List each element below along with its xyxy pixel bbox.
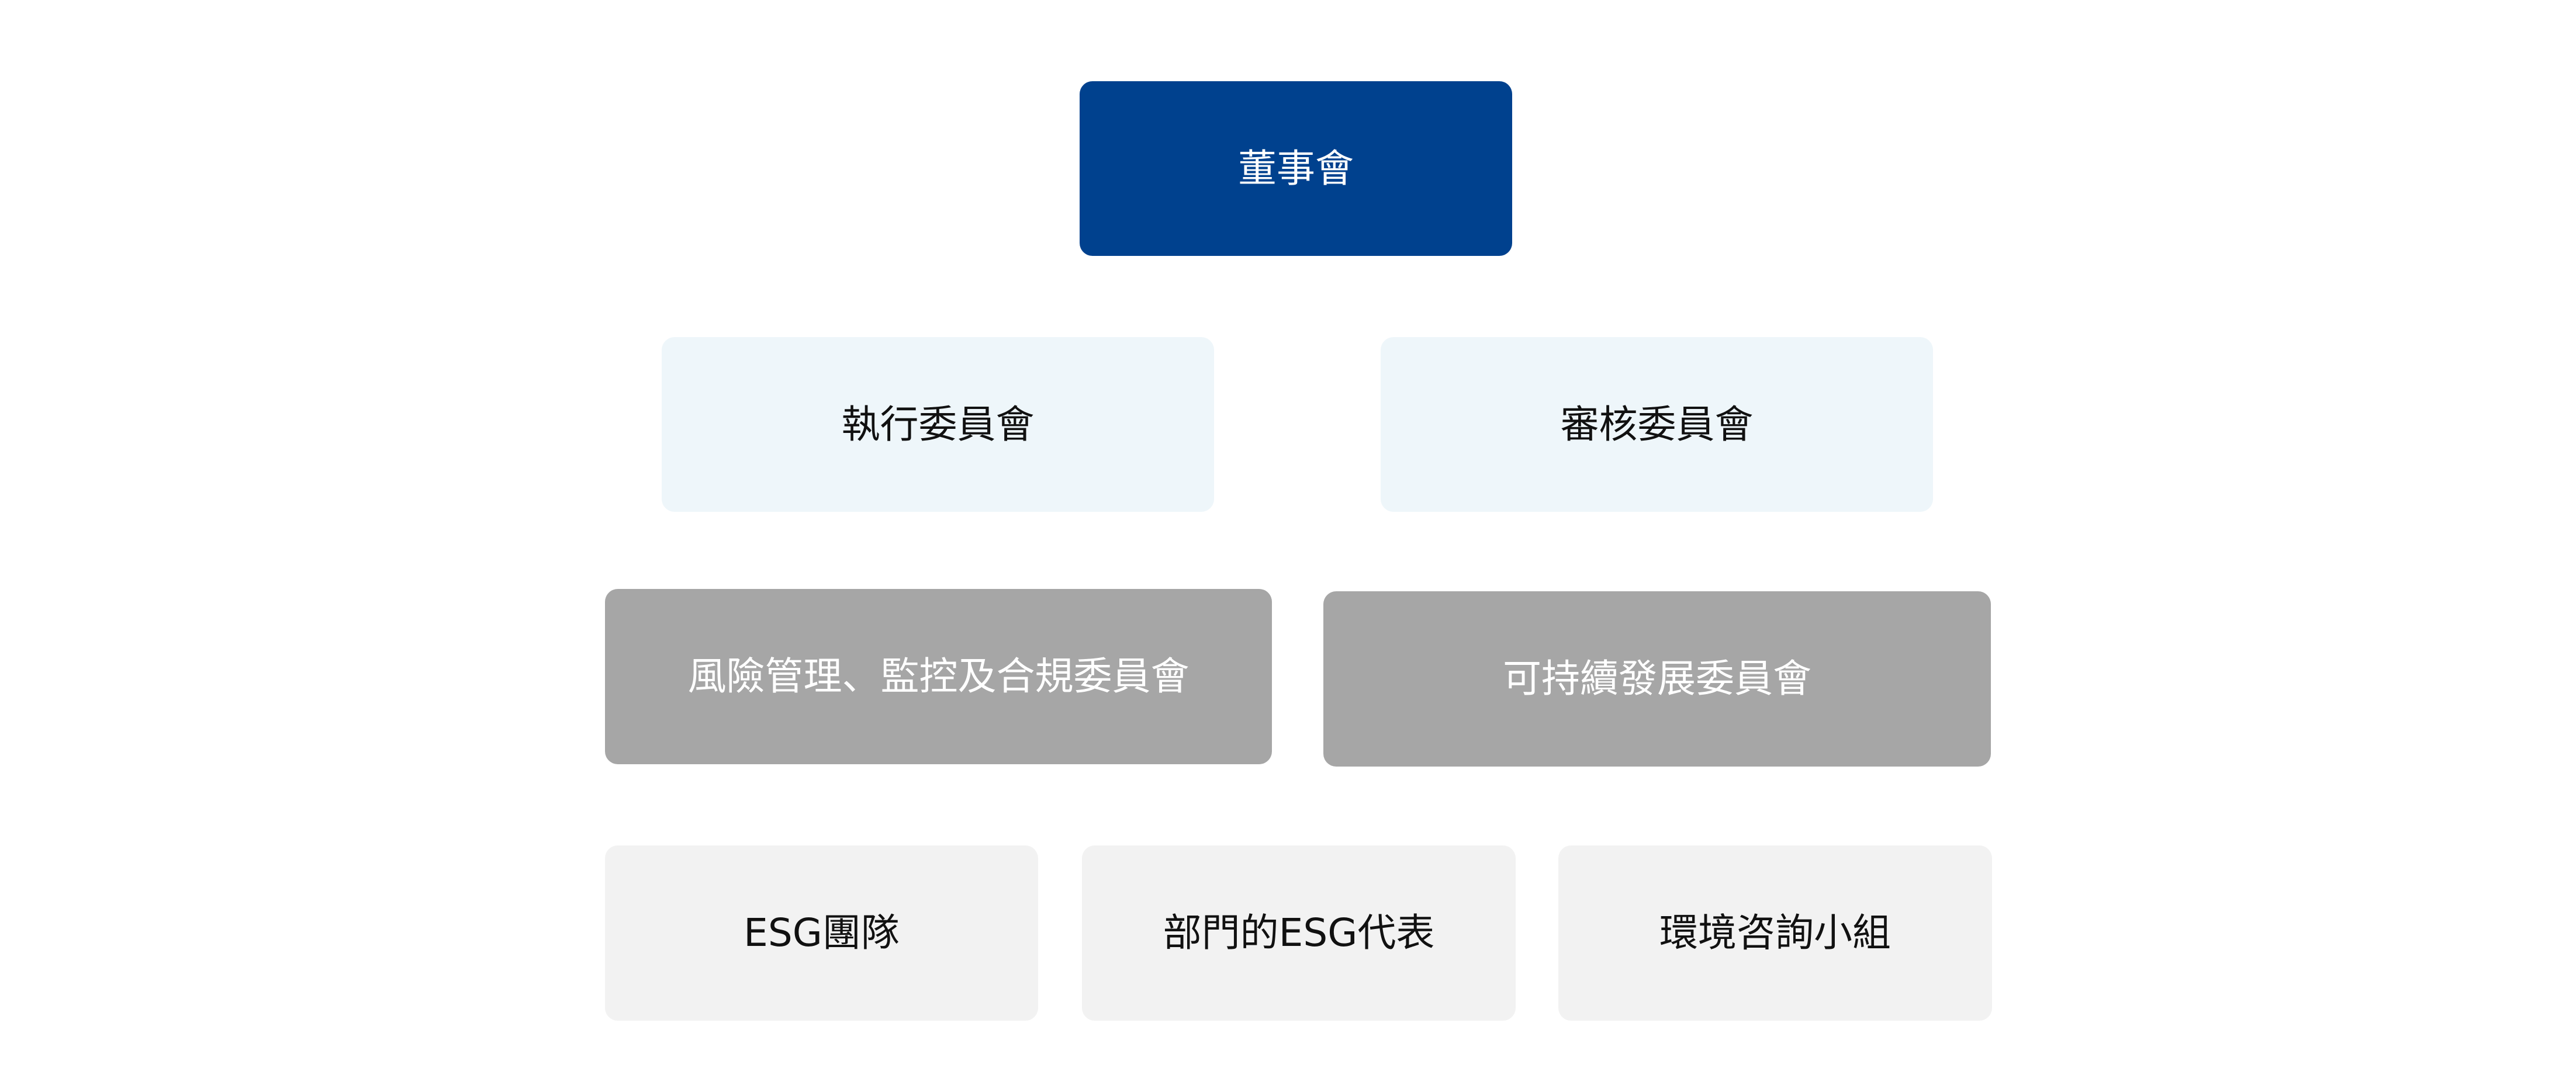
sustainability-committee-box: 可持續發展委員會 <box>1323 591 1991 767</box>
executive-committee-label: 執行委員會 <box>841 401 1035 447</box>
department-esg-representatives-label: 部門的ESG代表 <box>1163 910 1435 955</box>
environmental-advisory-group-box: 環境咨詢小組 <box>1558 845 1992 1021</box>
sustainability-committee-label: 可持續發展委員會 <box>1503 656 1811 701</box>
risk-compliance-committee-label: 風險管理、監控及合規委員會 <box>687 654 1190 699</box>
board-of-directors-box: 董事會 <box>1080 81 1512 256</box>
esg-team-box: ESG團隊 <box>605 845 1038 1021</box>
department-esg-representatives-box: 部門的ESG代表 <box>1082 845 1516 1021</box>
risk-compliance-committee-box: 風險管理、監控及合規委員會 <box>605 589 1272 764</box>
esg-team-label: ESG團隊 <box>744 910 900 955</box>
environmental-advisory-group-label: 環境咨詢小組 <box>1659 910 1891 955</box>
executive-committee-box: 執行委員會 <box>662 337 1214 512</box>
audit-committee-box: 審核委員會 <box>1381 337 1933 512</box>
board-label: 董事會 <box>1238 145 1354 191</box>
audit-committee-label: 審核委員會 <box>1560 401 1754 447</box>
